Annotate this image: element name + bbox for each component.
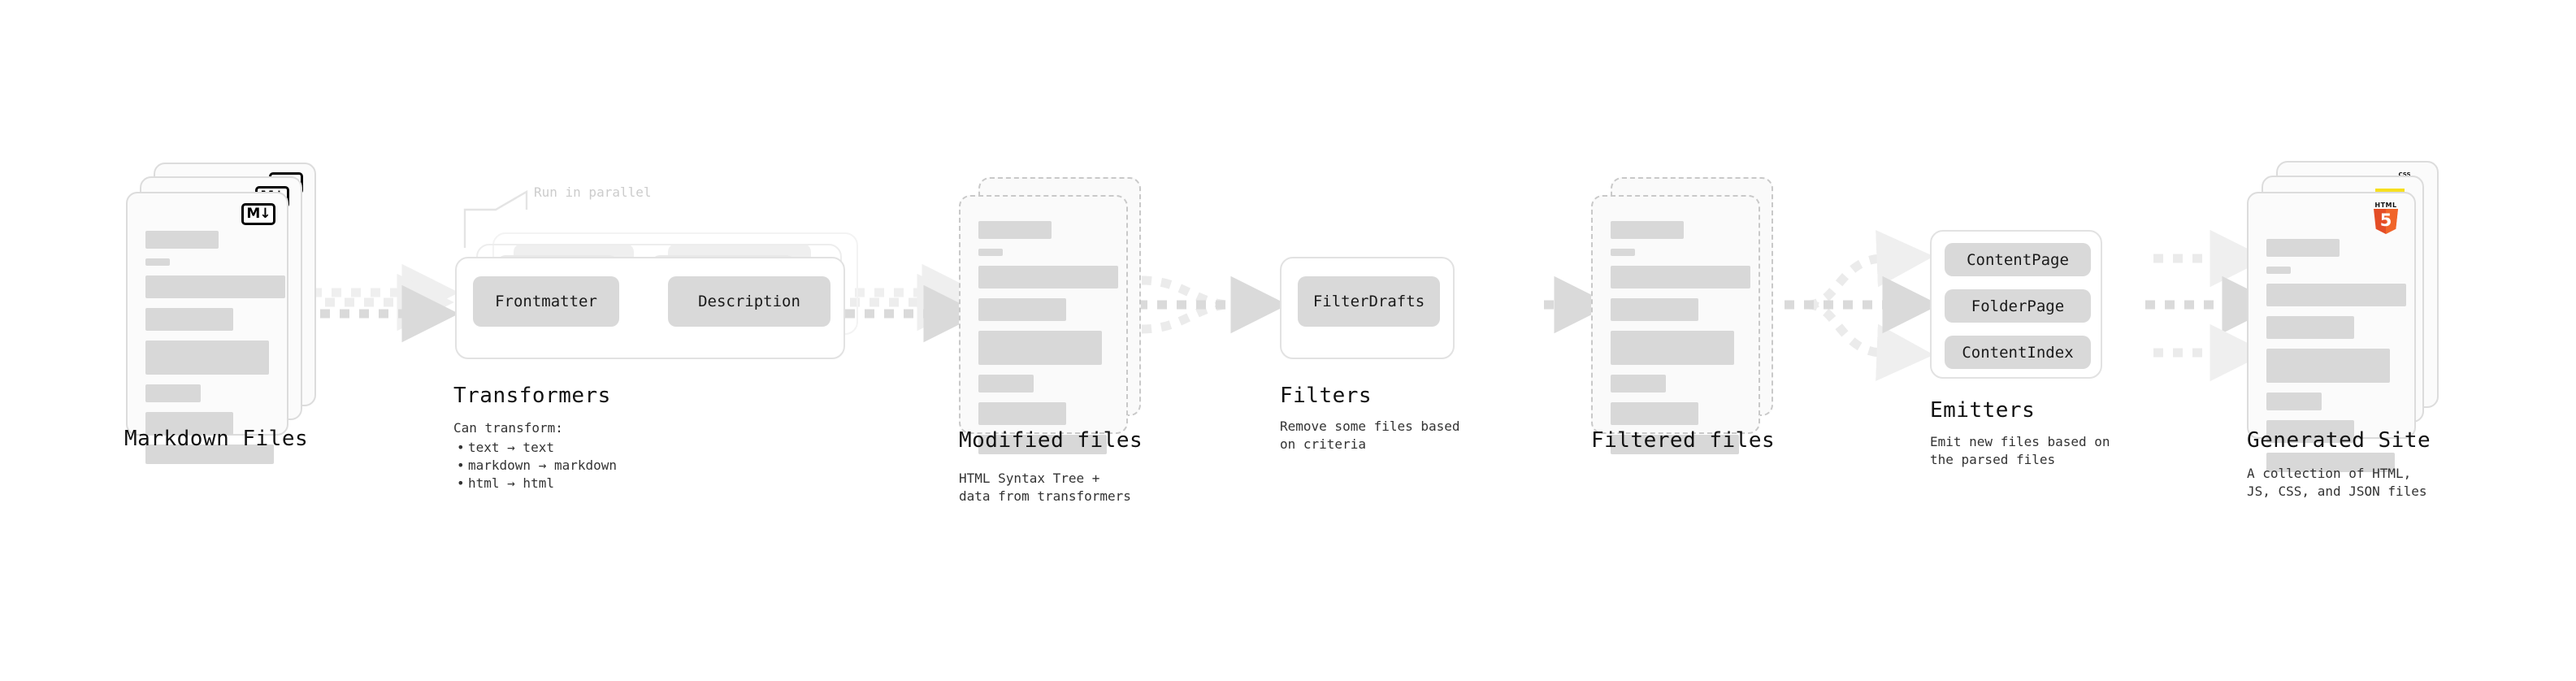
chip-frontmatter[interactable]: Frontmatter: [473, 276, 619, 327]
modified-files-subtitle: HTML Syntax Tree + data from transformer…: [959, 471, 1131, 504]
connector-modified-to-filters: [1138, 275, 1288, 334]
card-content: [145, 231, 285, 474]
markdown-files-title: Markdown Files: [124, 427, 309, 451]
markdown-badge: M↓: [241, 203, 275, 225]
html5-badge-digit: 5: [2379, 210, 2392, 230]
bullet-markdown-to-markdown: markdown → markdown: [457, 457, 617, 475]
filtered-card-front[interactable]: [1591, 195, 1760, 454]
filters-panel[interactable]: FilterDrafts: [1280, 257, 1455, 359]
bullet-text-to-text: text → text: [457, 439, 617, 457]
bullet-html-to-html: html → html: [457, 475, 617, 492]
generated-site-title: Generated Site: [2247, 428, 2431, 453]
transformers-title: Transformers: [453, 384, 611, 408]
chip-folderpage[interactable]: FolderPage: [1945, 289, 2091, 323]
card-content: [2266, 239, 2406, 482]
filtered-files-title: Filtered files: [1591, 428, 1776, 453]
card-content: [1611, 221, 1750, 464]
markdown-card-front[interactable]: M↓: [126, 192, 288, 464]
card-content: [978, 221, 1118, 464]
modified-files-title: Modified files: [959, 428, 1143, 453]
transformer-panel-front[interactable]: Frontmatter Description: [455, 257, 845, 359]
generated-site-subtitle: A collection of HTML, JS, CSS, and JSON …: [2247, 466, 2427, 499]
generated-card-front[interactable]: HTML 5: [2247, 192, 2416, 472]
chip-contentindex[interactable]: ContentIndex: [1945, 336, 2091, 369]
chip-description[interactable]: Description: [668, 276, 830, 327]
emitters-panel[interactable]: ContentPage FolderPage ContentIndex: [1930, 230, 2102, 379]
html5-badge-word: HTML: [2374, 202, 2397, 209]
connector-md-to-transformers: [301, 263, 459, 343]
chip-contentpage[interactable]: ContentPage: [1945, 243, 2091, 276]
transformers-bullets: Can transform: text → text markdown → ma…: [453, 419, 617, 492]
html5-badge: HTML 5: [2372, 202, 2400, 234]
filters-title: Filters: [1280, 384, 1373, 408]
css-badge-label: CSS: [2398, 171, 2411, 178]
emitters-subtitle: Emit new files based on the parsed files: [1930, 434, 2110, 467]
connector-emitters-to-site: [2145, 229, 2279, 382]
transformers-bullets-lead: Can transform:: [453, 420, 563, 436]
run-in-parallel-note: Run in parallel: [534, 184, 652, 200]
modified-card-front[interactable]: [959, 195, 1128, 454]
emitters-title: Emitters: [1930, 398, 2036, 423]
html5-shield: 5: [2374, 209, 2398, 234]
connector-filtered-to-emitters: [1785, 230, 1940, 381]
chip-filterdrafts[interactable]: FilterDrafts: [1298, 276, 1440, 327]
filters-subtitle: Remove some files based on criteria: [1280, 419, 1460, 452]
